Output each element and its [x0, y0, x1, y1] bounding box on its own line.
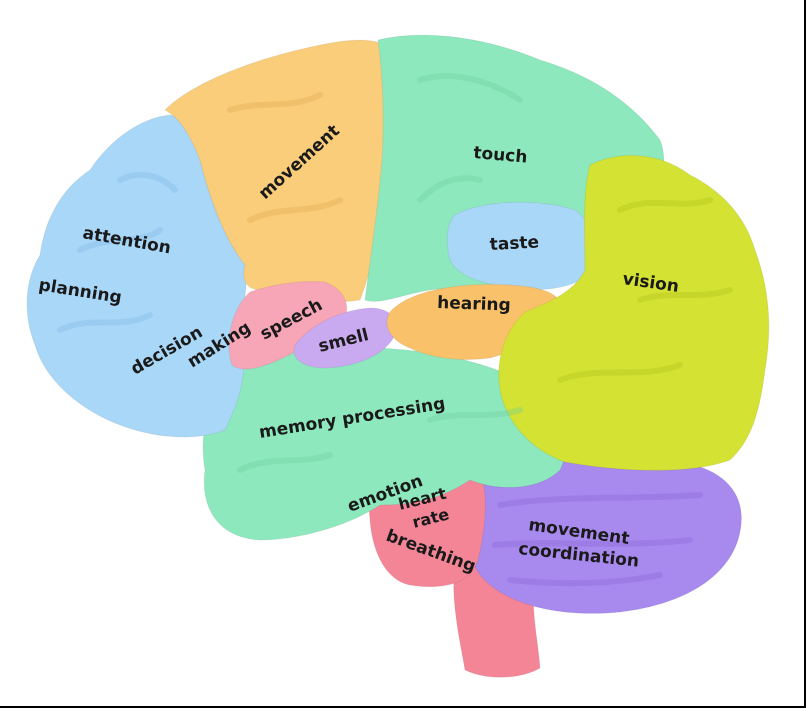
- occipital-region: [498, 154, 770, 471]
- label-touch: touch: [473, 143, 529, 168]
- label-taste: taste: [489, 232, 539, 255]
- gyri-folds: [57, 73, 733, 587]
- taste-region: [446, 201, 593, 291]
- label-hearing: hearing: [437, 293, 511, 316]
- smell-region: [293, 307, 397, 369]
